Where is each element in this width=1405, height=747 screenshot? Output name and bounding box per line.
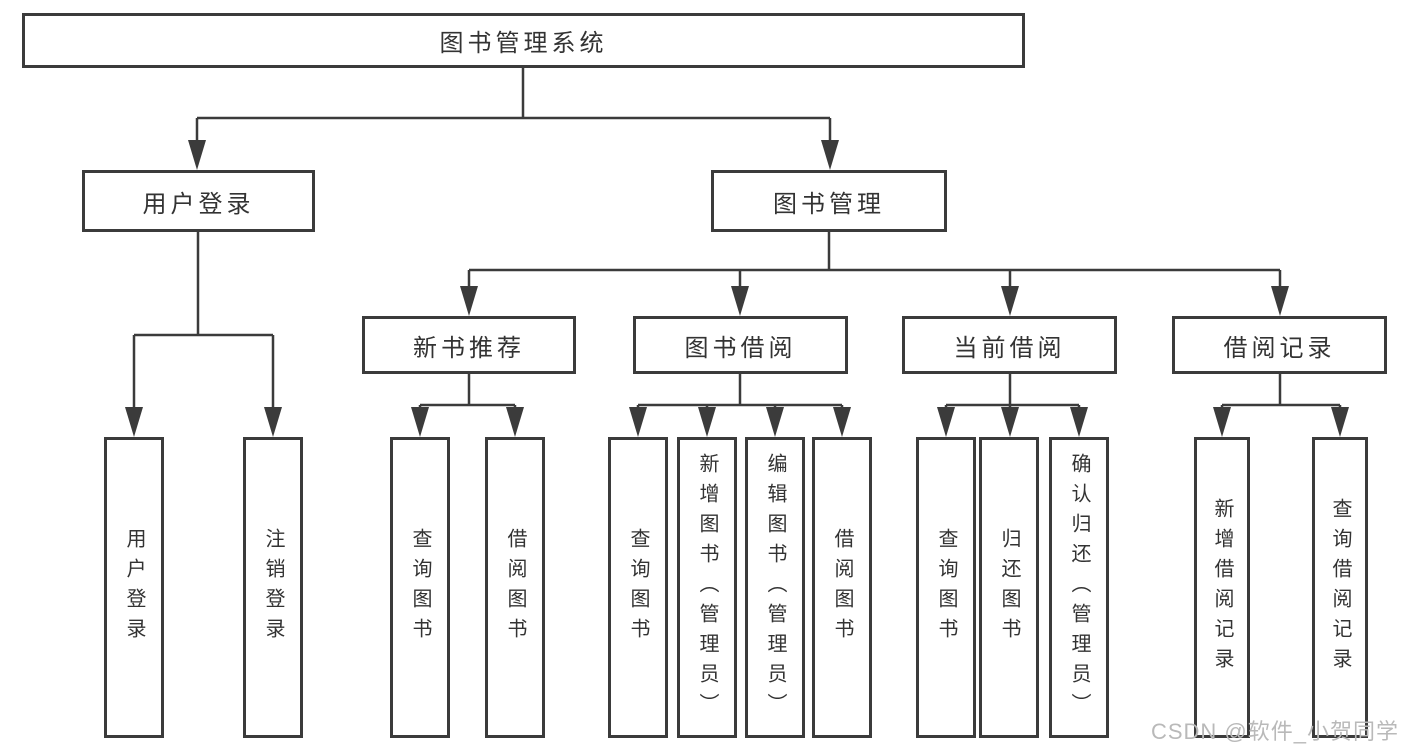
leaf-confirm-return-admin-label: 确认归还（管理员） — [1068, 452, 1090, 723]
leaf-borrow-books-recommend: 借阅图书 — [485, 437, 545, 738]
node-book-borrow: 图书借阅 — [633, 316, 848, 374]
node-user-login: 用户登录 — [82, 170, 315, 232]
leaf-query-books-borrow: 查询图书 — [608, 437, 668, 738]
leaf-query-books-current: 查询图书 — [916, 437, 976, 738]
leaf-logout-login: 注销登录 — [243, 437, 303, 738]
arrowhead-icon — [1001, 286, 1019, 316]
connector-root-to-level2 — [195, 68, 832, 142]
node-borrow-records-label: 借阅记录 — [1223, 334, 1336, 362]
leaf-borrow-books: 借阅图书 — [812, 437, 872, 738]
leaf-add-books-admin: 新增图书（管理员） — [677, 437, 737, 738]
watermark: CSDN @软件_小贺同学 — [1150, 719, 1399, 744]
leaf-add-books-admin-label: 新增图书（管理员） — [696, 452, 718, 723]
node-current-borrow: 当前借阅 — [902, 316, 1117, 374]
arrowhead-icon — [821, 140, 839, 170]
leaf-user-login-label: 用户登录 — [123, 527, 145, 648]
connector-current-borrow — [944, 374, 1081, 409]
connector-book-borrow — [636, 374, 844, 409]
arrowhead-icon — [698, 407, 716, 437]
leaf-edit-books-admin: 编辑图书（管理员） — [745, 437, 805, 738]
leaf-logout-login-label: 注销登录 — [262, 527, 284, 648]
arrowhead-icon — [1070, 407, 1088, 437]
arrowhead-icon — [460, 286, 478, 316]
leaf-borrow-books-label: 借阅图书 — [831, 527, 853, 648]
arrowhead-icon — [188, 140, 206, 170]
leaf-borrow-books-recommend-label: 借阅图书 — [504, 527, 526, 648]
arrowhead-icon — [629, 407, 647, 437]
arrowhead-icon — [411, 407, 429, 437]
connector-new-book-recommend — [418, 374, 517, 409]
leaf-confirm-return-admin: 确认归还（管理员） — [1049, 437, 1109, 738]
arrowhead-icon — [937, 407, 955, 437]
leaf-query-borrow-record-label: 查询借阅记录 — [1329, 497, 1351, 678]
arrowhead-icon — [1213, 407, 1231, 437]
connector-borrow-records — [1220, 374, 1342, 409]
arrowhead-icon — [1331, 407, 1349, 437]
arrowhead-icon — [1001, 407, 1019, 437]
arrowhead-icon — [264, 407, 282, 437]
leaf-return-books-label: 归还图书 — [998, 527, 1020, 648]
leaf-add-borrow-record: 新增借阅记录 — [1194, 437, 1250, 738]
arrowhead-icon — [833, 407, 851, 437]
arrowhead-icon — [506, 407, 524, 437]
node-book-management: 图书管理 — [711, 170, 947, 232]
leaf-user-login: 用户登录 — [104, 437, 164, 738]
connector-user-login — [132, 232, 275, 409]
leaf-query-books-recommend: 查询图书 — [390, 437, 450, 738]
arrowhead-icon — [1271, 286, 1289, 316]
leaf-query-books-borrow-label: 查询图书 — [627, 527, 649, 648]
node-current-borrow-label: 当前借阅 — [953, 334, 1066, 362]
connector-book-management — [467, 232, 1282, 288]
leaf-edit-books-admin-label: 编辑图书（管理员） — [764, 452, 786, 723]
leaf-return-books: 归还图书 — [979, 437, 1039, 738]
arrowhead-icon — [766, 407, 784, 437]
arrowhead-icon — [731, 286, 749, 316]
node-root-label: 图书管理系统 — [439, 30, 608, 57]
node-user-login-label: 用户登录 — [142, 190, 255, 218]
node-borrow-records: 借阅记录 — [1172, 316, 1387, 374]
leaf-query-books-recommend-label: 查询图书 — [409, 527, 431, 648]
node-new-book-recommend: 新书推荐 — [362, 316, 576, 374]
arrowhead-icon — [125, 407, 143, 437]
node-book-borrow-label: 图书借阅 — [684, 334, 797, 362]
node-book-management-label: 图书管理 — [773, 190, 885, 218]
node-root: 图书管理系统 — [22, 13, 1025, 68]
node-new-book-recommend-label: 新书推荐 — [413, 334, 525, 362]
leaf-query-books-current-label: 查询图书 — [935, 527, 957, 648]
leaf-add-borrow-record-label: 新增借阅记录 — [1211, 497, 1233, 678]
leaf-query-borrow-record: 查询借阅记录 — [1312, 437, 1368, 738]
